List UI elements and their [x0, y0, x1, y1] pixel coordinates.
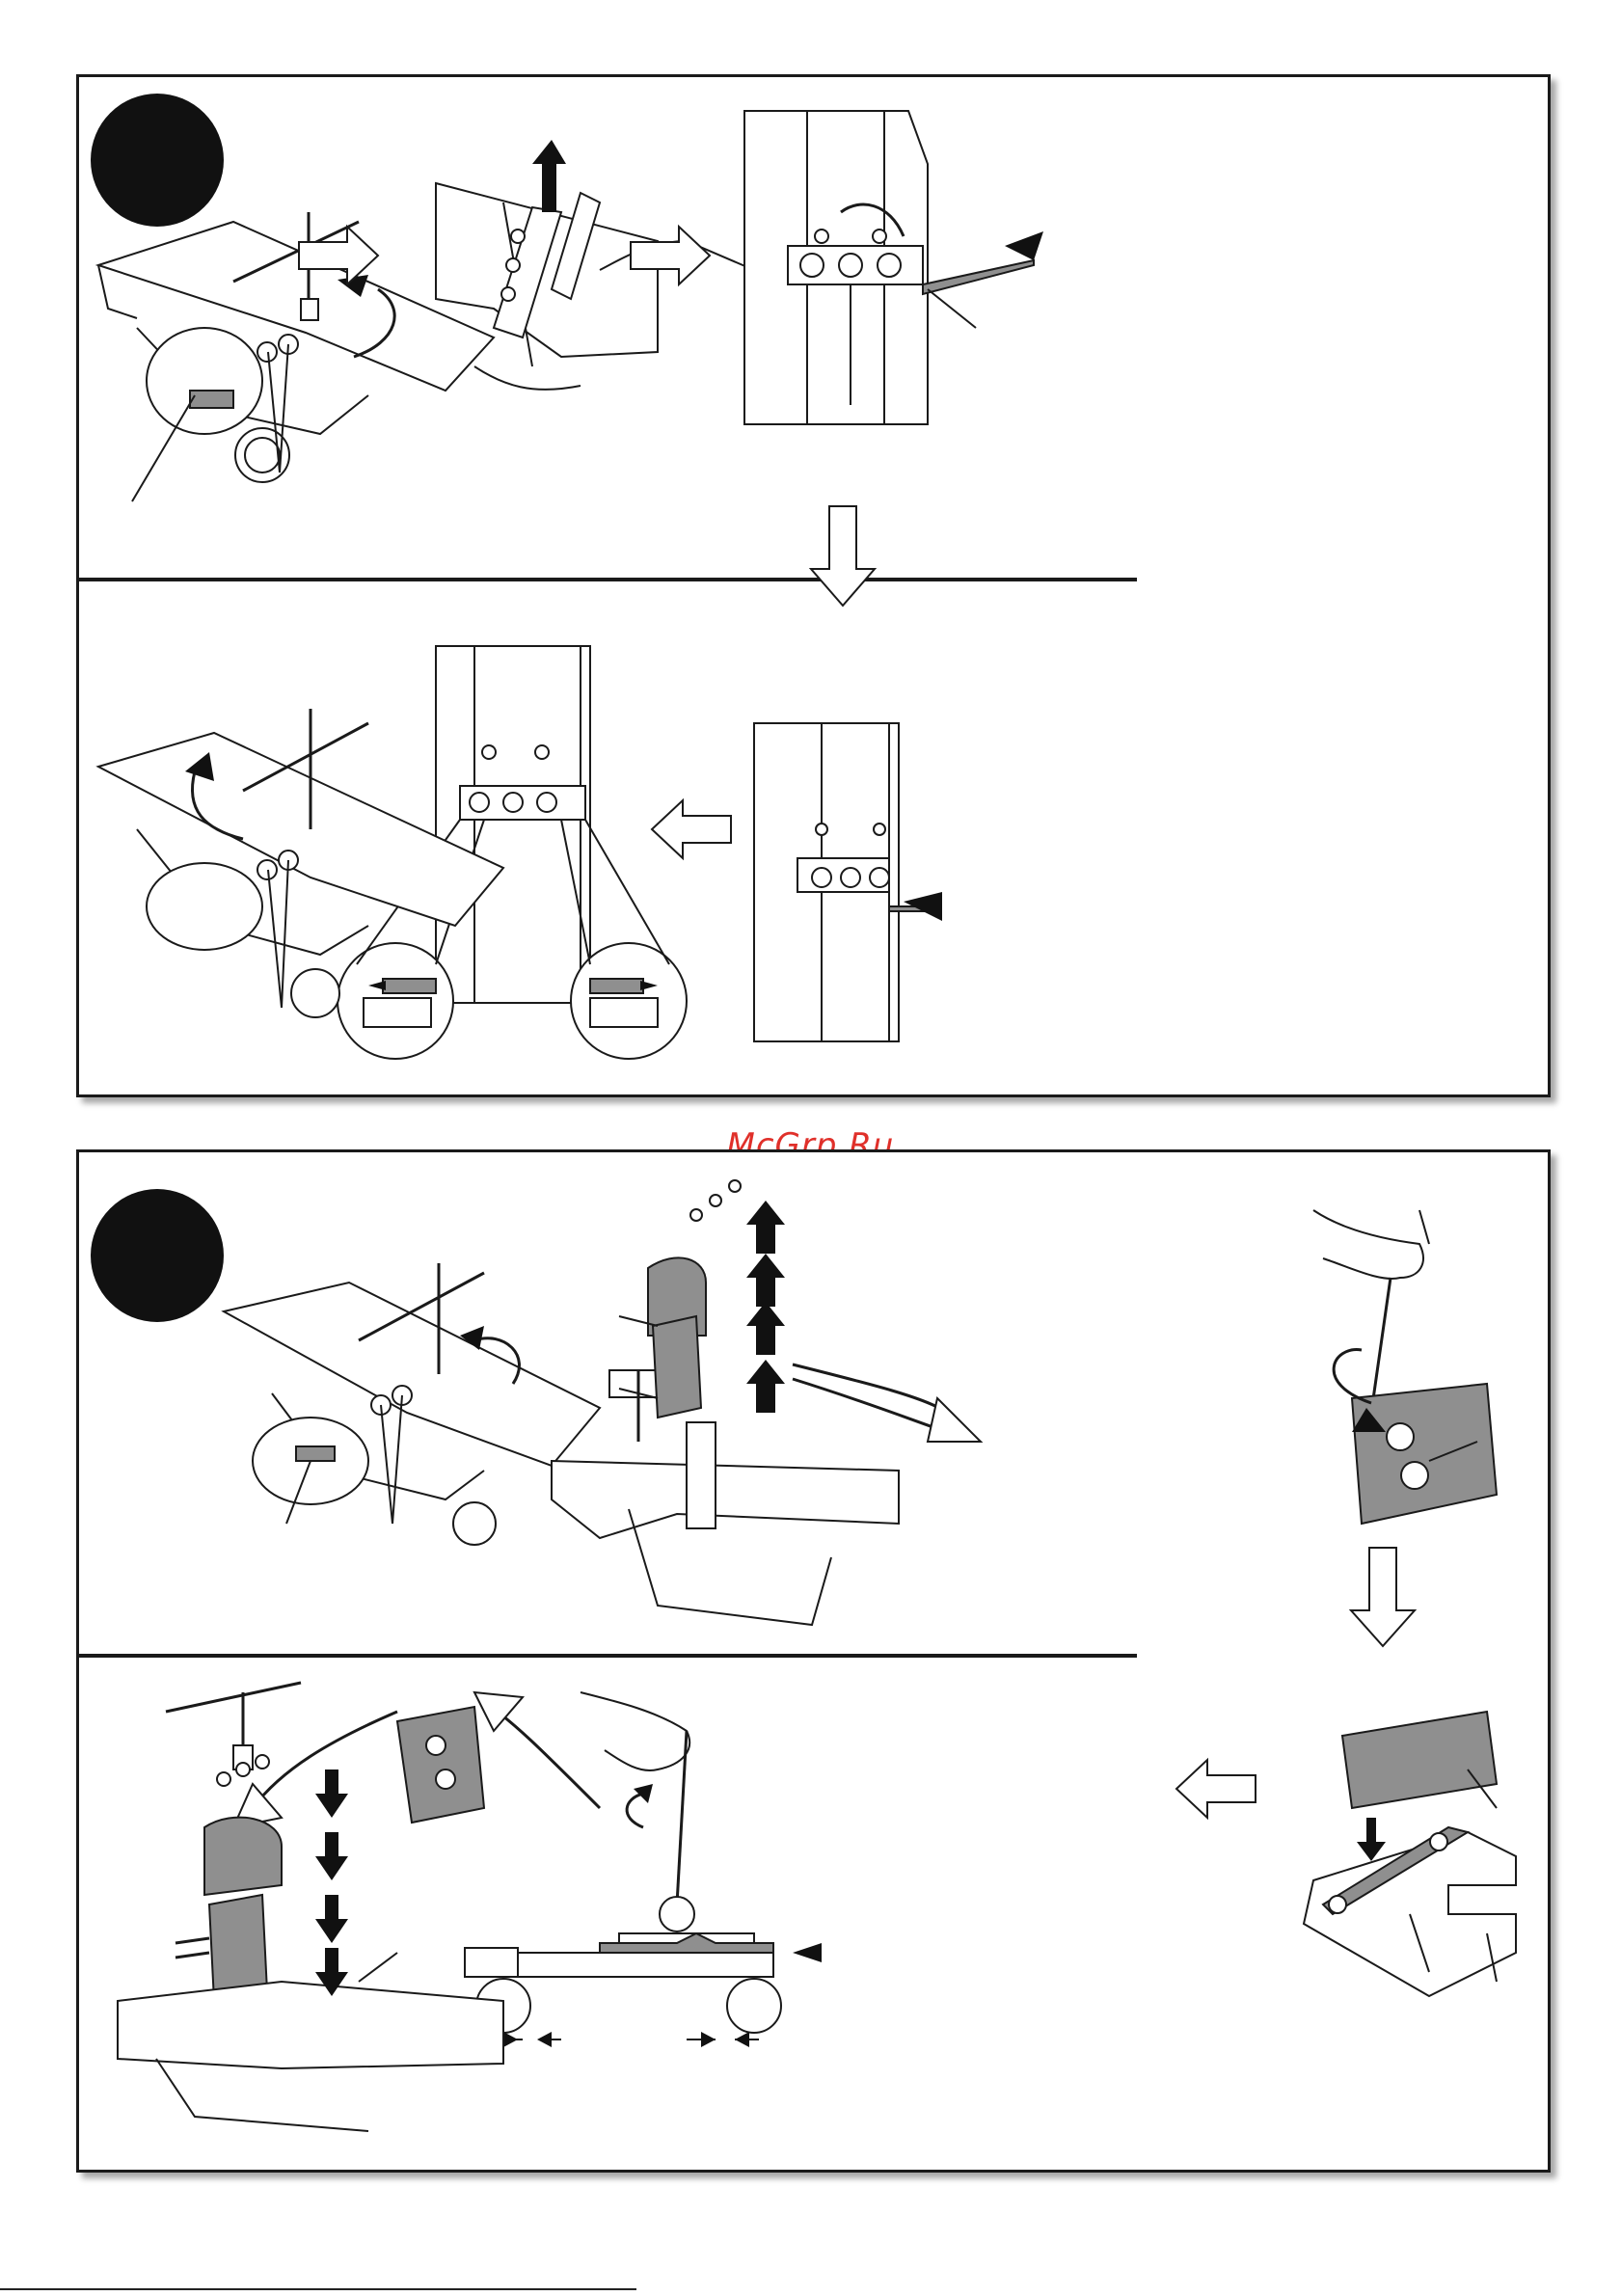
gauge-label-right — [590, 998, 658, 1027]
new-blade-on-gauge-illustration — [1304, 1712, 1516, 1996]
panel-b-illustrations — [79, 1152, 1548, 2170]
blade-gauge-top-illustration — [744, 111, 1043, 424]
hollow-left-arrow-icon — [1176, 1760, 1256, 1818]
planer-loosen-illustration — [98, 212, 494, 501]
exploded-blade-assembly-illustration — [552, 1180, 981, 1625]
push-arrow-icon — [1005, 231, 1043, 260]
up-arrow-icon — [532, 140, 566, 212]
hollow-left-arrow-icon — [652, 800, 731, 858]
remove-blade-illustration — [436, 140, 754, 390]
hollow-down-arrow-icon — [1351, 1548, 1415, 1646]
curved-left-arrow-icon — [233, 1712, 397, 1827]
gauge-label-left — [364, 998, 431, 1027]
planer-loosen-illustration — [224, 1263, 600, 1545]
blade-gauge-side-illustration — [754, 723, 942, 1041]
gauge-tighten-illustration — [465, 1692, 822, 2047]
procedure-panel-blade-height — [76, 74, 1551, 1097]
hollow-down-arrow-icon — [811, 506, 875, 606]
unscrew-blade-illustration — [1313, 1210, 1497, 1524]
procedure-panel-blade-replace — [76, 1149, 1551, 2173]
curved-left-arrow-icon — [474, 1692, 600, 1808]
footer-rule — [0, 2288, 636, 2290]
blade-illustration — [397, 1707, 484, 1823]
panel-a-illustrations — [79, 77, 1548, 1094]
